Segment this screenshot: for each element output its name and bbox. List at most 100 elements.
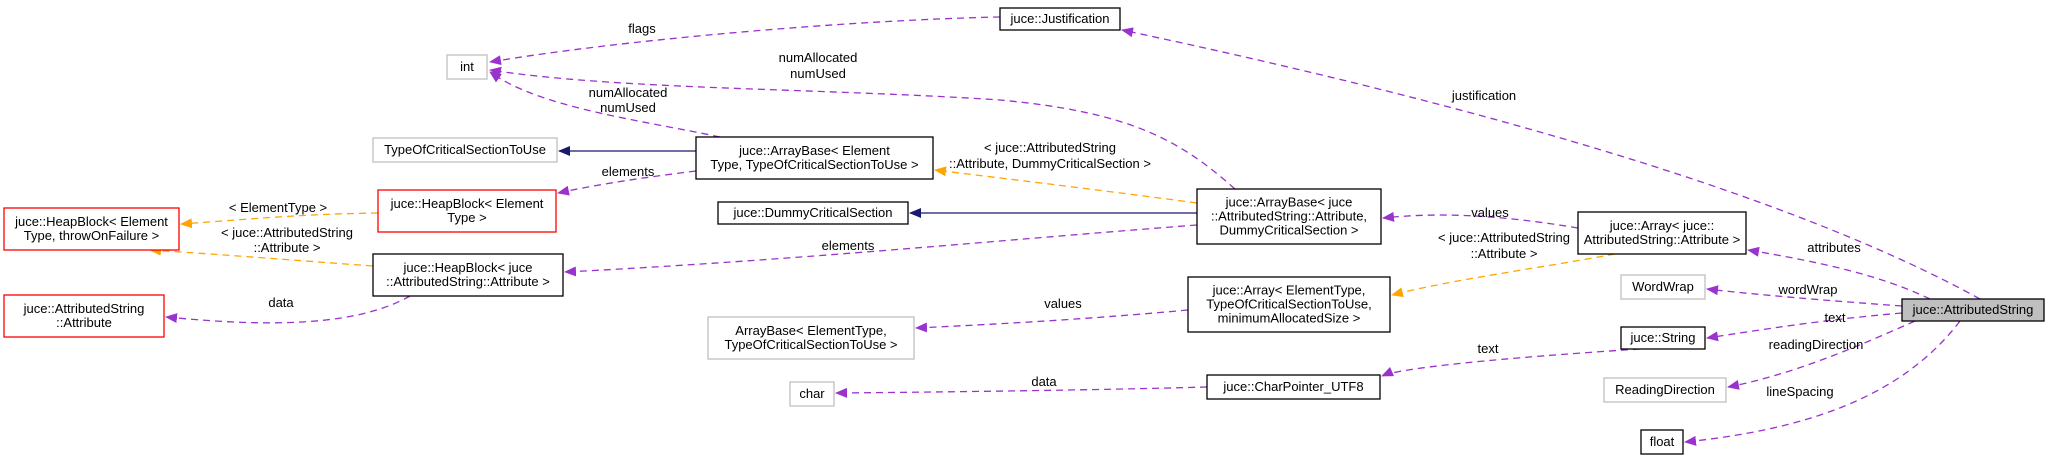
node-box <box>446 54 488 80</box>
edge-line <box>489 66 1236 190</box>
edge-data-char: data <box>835 374 1208 398</box>
node-box <box>1620 274 1706 300</box>
node-label: juce::Justification <box>1010 11 1110 26</box>
edge-line <box>1381 348 1641 377</box>
edge-tmpl-heap-attr: < juce::AttributedString::Attribute > <box>149 225 374 267</box>
edge-label: < ElementType > <box>229 200 327 215</box>
node-box <box>707 316 915 360</box>
edge-line <box>1121 27 1981 300</box>
edge-line <box>564 224 1198 277</box>
edge-text-2: text <box>1381 341 1641 377</box>
node-int[interactable]: int <box>446 54 488 80</box>
node-heapblock-attr[interactable]: juce::HeapBlock< juce::AttributedString:… <box>372 253 564 297</box>
edge-label: < juce::AttributedString::Attribute > <box>1438 230 1570 261</box>
edge-line <box>1706 285 1903 307</box>
edge-label: data <box>268 295 294 310</box>
node-label: juce::Array< juce:: <box>1609 218 1714 233</box>
node-box <box>999 7 1121 31</box>
node-heapblock-throw[interactable]: juce::HeapBlock< ElementType, throwOnFai… <box>3 207 180 251</box>
node-justification[interactable]: juce::Justification <box>999 7 1121 31</box>
node-box <box>789 381 835 407</box>
node-tocs[interactable]: TypeOfCriticalSectionToUse <box>372 137 558 163</box>
edge-values-1: values <box>1382 205 1579 229</box>
node-attributedstring[interactable]: juce::AttributedString <box>1901 298 2045 322</box>
edge-label: justification <box>1451 88 1516 103</box>
node-label: Type, TypeOfCriticalSectionToUse > <box>710 157 918 172</box>
edge-line <box>1706 312 1903 342</box>
node-label: juce::String <box>1629 330 1695 345</box>
node-dummy-cs[interactable]: juce::DummyCriticalSection <box>717 201 909 225</box>
node-arraybase-gray[interactable]: ArrayBase< ElementType,TypeOfCriticalSec… <box>707 316 915 360</box>
edge-line <box>1727 320 1916 390</box>
node-label: juce::ArrayBase< Element <box>738 143 890 158</box>
node-label: juce::CharPointer_UTF8 <box>1222 379 1363 394</box>
node-charptr[interactable]: juce::CharPointer_UTF8 <box>1206 374 1381 400</box>
node-box <box>3 294 165 338</box>
edge-tmpl-arraybase: < juce::AttributedString::Attribute, Dum… <box>934 140 1198 204</box>
node-arraybase-et[interactable]: juce::ArrayBase< ElementType, TypeOfCrit… <box>695 136 934 180</box>
edge-line <box>1747 246 1931 300</box>
node-label: AttributedString::Attribute > <box>1584 232 1740 247</box>
edge-line <box>1391 253 1616 298</box>
edge-justification: justification <box>1121 27 1981 300</box>
edge-line <box>165 295 411 324</box>
node-label: minimumAllocatedSize > <box>1218 311 1361 326</box>
edge-tmpl-heap-et: < ElementType > <box>180 200 379 229</box>
node-float[interactable]: float <box>1640 429 1684 455</box>
node-arraybase-attr[interactable]: juce::ArrayBase< juce::AttributedString:… <box>1196 188 1382 245</box>
edge-label: lineSpacing <box>1766 384 1833 399</box>
node-attr-red[interactable]: juce::AttributedString::Attribute <box>3 294 165 338</box>
node-box <box>695 136 934 180</box>
edge-values-2: values <box>915 296 1189 333</box>
node-array-attr[interactable]: juce::Array< juce::AttributedString::Att… <box>1577 211 1747 255</box>
edge-label: elements <box>822 238 875 253</box>
edge-line <box>1684 320 1961 446</box>
node-box <box>372 253 564 297</box>
node-box <box>1196 188 1382 245</box>
node-wordwrap[interactable]: WordWrap <box>1620 274 1706 300</box>
node-label: juce::ArrayBase< juce <box>1225 195 1353 210</box>
node-box <box>717 201 909 225</box>
node-label: float <box>1650 434 1675 449</box>
node-label: juce::AttributedString <box>1912 302 2034 317</box>
edge-line <box>149 245 374 267</box>
node-box <box>1603 377 1727 403</box>
edge-line <box>180 212 379 229</box>
edge-line <box>489 16 1001 66</box>
node-label: DummyCriticalSection > <box>1219 223 1358 238</box>
node-box <box>1206 374 1381 400</box>
node-label: ArrayBase< ElementType, <box>735 323 886 338</box>
edge-readingdir: readingDirection <box>1727 320 1916 390</box>
edge-tmpl-array: < juce::AttributedString::Attribute > <box>1391 230 1616 298</box>
edge-label: wordWrap <box>1777 282 1837 297</box>
edge-text-1: text <box>1706 310 1903 342</box>
node-label: char <box>799 386 825 401</box>
node-array-et[interactable]: juce::Array< ElementType,TypeOfCriticalS… <box>1187 276 1391 333</box>
edge-label: values <box>1044 296 1082 311</box>
edge-flags: flags <box>489 16 1001 66</box>
node-label: juce::Array< ElementType, <box>1212 283 1366 298</box>
node-label: juce::HeapBlock< Element <box>390 196 544 211</box>
node-string[interactable]: juce::String <box>1620 326 1706 350</box>
node-box <box>372 137 558 163</box>
node-label: juce::AttributedString <box>23 301 145 316</box>
node-heapblock-et-red[interactable]: juce::HeapBlock< ElementType > <box>377 189 557 233</box>
edge-label: flags <box>628 21 656 36</box>
edge-label: attributes <box>1807 240 1861 255</box>
edge-label: elements <box>602 164 655 179</box>
edge-data-attr: data <box>165 295 411 324</box>
node-char[interactable]: char <box>789 381 835 407</box>
node-label: TypeOfCriticalSectionToUse <box>384 142 546 157</box>
edge-attributes: attributes <box>1747 240 1931 300</box>
edge-line <box>915 309 1189 333</box>
node-readingdir[interactable]: ReadingDirection <box>1603 377 1727 403</box>
edge-line <box>835 386 1208 398</box>
node-label: ::AttributedString::Attribute > <box>386 274 550 289</box>
node-label: juce::DummyCriticalSection <box>733 205 893 220</box>
edge-wordwrap: wordWrap <box>1706 282 1903 307</box>
node-box <box>377 189 557 233</box>
